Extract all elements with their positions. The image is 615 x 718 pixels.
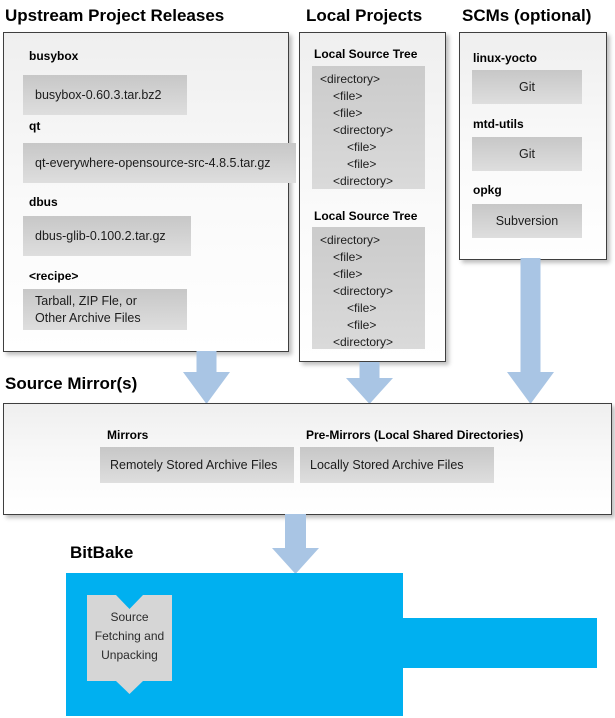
flow-arrow-down-icon — [346, 362, 393, 404]
flow-arrow-down-icon — [183, 351, 230, 404]
upstream-item-box: Tarball, ZIP Fle, or Other Archive Files — [23, 289, 187, 330]
mirrors-group-label: Mirrors — [107, 428, 149, 442]
scms-title: SCMs (optional) — [462, 6, 592, 25]
flow-arrow-down-icon — [272, 514, 319, 574]
scm-item-box: Subversion — [472, 204, 582, 238]
scm-item-label: mtd-utils — [473, 117, 524, 131]
upstream-item-box-line: Other Archive Files — [35, 310, 141, 325]
tree-line: <file> — [347, 318, 377, 332]
upstream-item-label: <recipe> — [29, 269, 79, 283]
mirrors-group-box: Remotely Stored Archive Files — [100, 447, 294, 483]
source-tree-label: Local Source Tree — [314, 209, 418, 223]
tree-line: <file> — [347, 140, 377, 154]
source-mirrors-panel: Mirrors Remotely Stored Archive Files Pr… — [3, 403, 612, 515]
scm-item-box: Git — [472, 137, 582, 171]
tree-line: <file> — [333, 250, 363, 264]
process-text-line: Source — [110, 610, 149, 624]
scm-item-label: linux-yocto — [473, 51, 538, 65]
mirrors-group-box: Locally Stored Archive Files — [300, 447, 494, 483]
source-tree-box: <directory> <file> <file> <directory> <f… — [312, 66, 425, 189]
process-text-line: Unpacking — [101, 648, 158, 662]
scms-panel: linux-yocto Git mtd-utils Git opkg Subve… — [459, 32, 607, 260]
upstream-panel: busybox busybox-0.60.3.tar.bz2 qt qt-eve… — [3, 32, 296, 352]
upstream-item-box: qt-everywhere-opensource-src-4.8.5.tar.g… — [23, 143, 296, 183]
tree-line: <file> — [333, 267, 363, 281]
tree-line: <directory> — [320, 233, 381, 247]
local-projects-panel: Local Source Tree <directory> <file> <fi… — [299, 32, 446, 362]
source-tree-label: Local Source Tree — [314, 47, 418, 61]
mirrors-group-label: Pre-Mirrors (Local Shared Directories) — [306, 428, 524, 442]
tree-line: <directory> — [333, 284, 394, 298]
scm-item-label: opkg — [473, 183, 502, 197]
flow-arrow-down-icon — [507, 258, 554, 404]
source-tree-box: <directory> <file> <file> <directory> <f… — [312, 227, 425, 349]
upstream-item-label: dbus — [29, 195, 58, 209]
source-mirrors-title: Source Mirror(s) — [5, 374, 138, 393]
upstream-item-box: busybox-0.60.3.tar.bz2 — [23, 75, 187, 115]
tree-line: <file> — [333, 106, 363, 120]
upstream-item-label: busybox — [29, 49, 79, 63]
local-projects-title: Local Projects — [306, 6, 423, 25]
bitbake-block-arm — [403, 618, 597, 668]
process-callout-text: Source Fetching and Unpacking — [87, 608, 172, 665]
process-callout-shape — [87, 595, 172, 694]
tree-line: <directory> — [333, 335, 394, 349]
tree-line: <directory> — [333, 123, 394, 137]
tree-line: <file> — [347, 301, 377, 315]
tree-line: <file> — [333, 89, 363, 103]
upstream-item-label: qt — [29, 119, 41, 133]
process-text-line: Fetching and — [94, 629, 165, 643]
tree-line: <directory> — [320, 72, 381, 86]
tree-line: <directory> — [333, 174, 394, 188]
upstream-item-box-line: Tarball, ZIP Fle, or — [35, 293, 137, 308]
upstream-title: Upstream Project Releases — [5, 6, 225, 25]
tree-line: <file> — [347, 157, 377, 171]
bitbake-title: BitBake — [70, 543, 134, 562]
upstream-item-box: dbus-glib-0.100.2.tar.gz — [23, 216, 191, 256]
scm-item-box: Git — [472, 70, 582, 104]
